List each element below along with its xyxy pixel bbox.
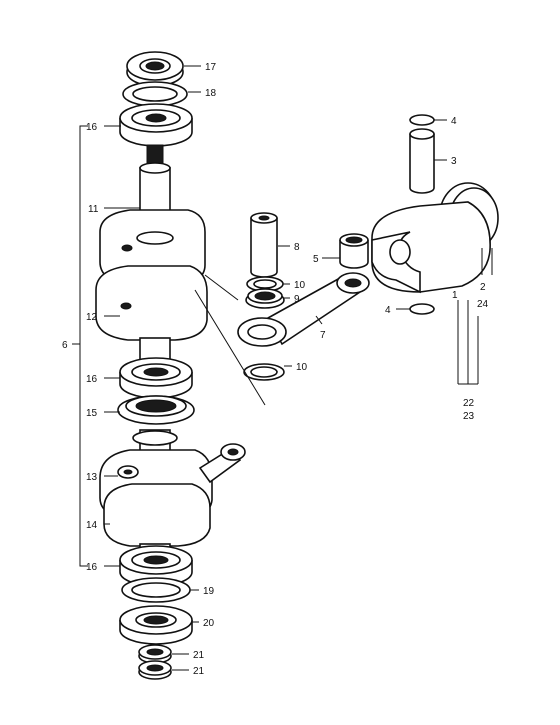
callout-labels: 17 18 16 11 6 12 16 15 13 14 16 19 20 21… (62, 62, 489, 677)
part-21-seal-upper (138, 644, 172, 664)
part-13-lower-crankshaft (99, 429, 246, 553)
part-16-bearing-middle (119, 357, 193, 399)
callout-8: 8 (294, 242, 300, 253)
callout-20: 20 (203, 618, 215, 629)
callout-15: 15 (86, 408, 98, 419)
part-4-circlip-upper (409, 114, 435, 126)
leader-lines (72, 65, 493, 671)
callout-16: 16 (86, 374, 98, 385)
callout-23: 23 (463, 411, 475, 422)
callout-24: 24 (477, 299, 489, 310)
callout-16: 16 (86, 122, 98, 133)
part-17-oil-seal (126, 51, 184, 87)
callout-6: 6 (62, 340, 68, 351)
callout-22: 22 (463, 398, 475, 409)
part-21-seal-lower (138, 660, 172, 680)
callout-7: 7 (320, 330, 326, 341)
part-1-piston (371, 201, 491, 294)
part-10-washer-upper (246, 276, 284, 292)
part-16-bearing-top (119, 103, 193, 147)
callout-2: 2 (480, 282, 486, 293)
part-5-small-end-bearing (339, 233, 369, 269)
callout-19: 19 (203, 586, 215, 597)
callout-21: 21 (193, 666, 205, 677)
callout-13: 13 (86, 472, 98, 483)
part-10-washer-lower (243, 363, 285, 381)
callout-3: 3 (451, 156, 457, 167)
callout-21: 21 (193, 650, 205, 661)
callout-16: 16 (86, 562, 98, 573)
callout-4: 4 (385, 305, 391, 316)
callout-18: 18 (205, 88, 217, 99)
part-3-piston-pin (409, 128, 435, 194)
part-11-upper-crankshaft (95, 144, 208, 361)
callout-4: 4 (451, 116, 457, 127)
part-20-oil-seal (119, 605, 193, 645)
callout-10: 10 (296, 362, 308, 373)
part-9-needle-bearing (245, 288, 285, 309)
callout-14: 14 (86, 520, 98, 531)
part-7-connecting-rod (237, 272, 370, 347)
part-15-needle-bearing (117, 395, 195, 425)
callout-5: 5 (313, 254, 319, 265)
part-8-crank-pin (250, 212, 278, 278)
part-18-washer (122, 81, 188, 107)
callout-17: 17 (205, 62, 217, 73)
callout-1: 1 (452, 290, 458, 301)
part-4-circlip-lower (409, 303, 435, 315)
callout-10: 10 (294, 280, 306, 291)
callout-9: 9 (294, 294, 300, 305)
callout-12: 12 (86, 312, 98, 323)
part-19-washer (121, 577, 191, 603)
callout-11: 11 (88, 204, 99, 215)
